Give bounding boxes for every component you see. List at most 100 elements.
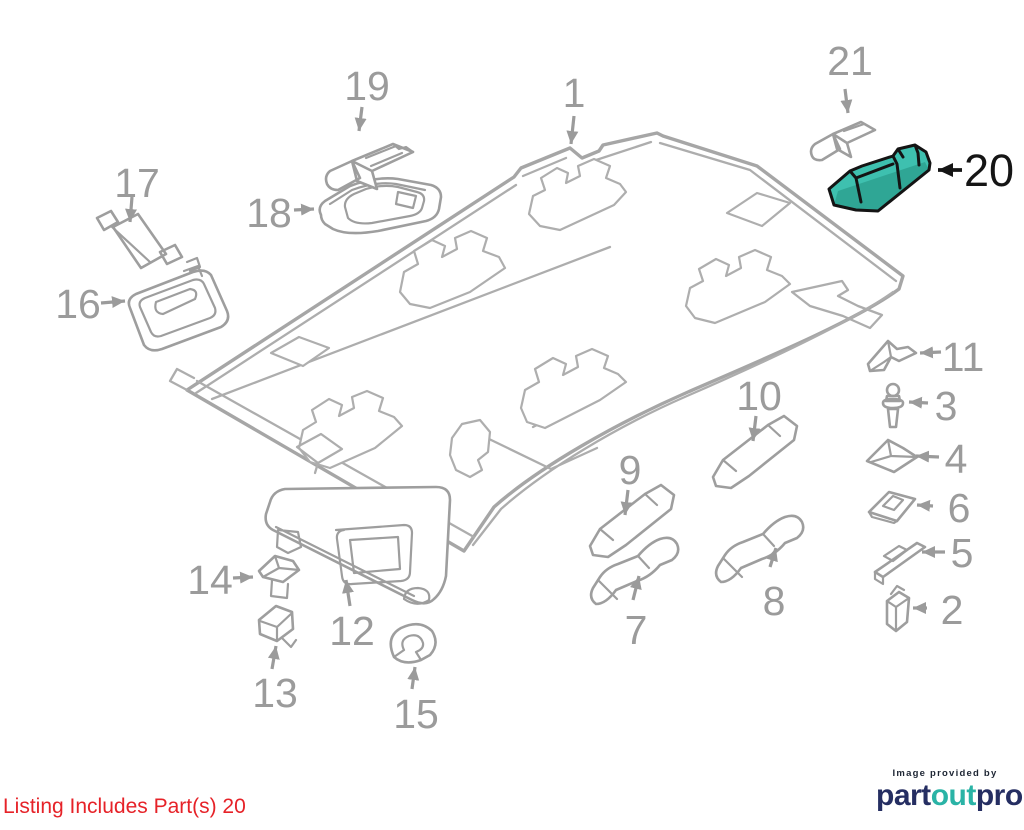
- part-2-callout: 2: [885, 584, 964, 633]
- part-10-callout: 10: [711, 373, 799, 490]
- part-10-arrow: [748, 415, 761, 442]
- part-21-arrow: [840, 88, 853, 114]
- part-21-detail: [842, 122, 866, 133]
- part-10-detail: [721, 423, 782, 473]
- part-16-detail: [138, 256, 217, 338]
- part-3-detail: [881, 394, 905, 429]
- part-13-detail: [258, 611, 298, 649]
- part-19-arrow: [354, 106, 367, 132]
- part-7-callout: 7: [589, 536, 680, 653]
- part-17-detail: [109, 224, 152, 264]
- part-2-detail: [885, 584, 911, 632]
- partoutpro-logo: Image provided by partoutpro: [876, 768, 1023, 812]
- part-12-arrow: [342, 579, 354, 607]
- part-9-callout: 9: [588, 447, 676, 559]
- part-17-label: 17: [114, 160, 160, 206]
- part-6-arrow: [916, 499, 934, 512]
- part-21-glyph: [809, 120, 877, 162]
- part-3-arrow: [908, 396, 929, 409]
- part-9-label: 9: [619, 447, 642, 493]
- part-12-detail: [274, 523, 431, 605]
- part-6-label: 6: [948, 485, 971, 531]
- part-5-callout: 5: [873, 530, 973, 586]
- part-8-detail: [721, 532, 776, 579]
- part-15-callout: 15: [389, 622, 439, 737]
- part-18-label: 18: [246, 190, 292, 236]
- part-14-callout: 14: [187, 554, 301, 603]
- headliner-corner-step: [790, 279, 884, 330]
- part-5-glyph: [873, 541, 927, 579]
- headliner-recess-b: [398, 229, 507, 310]
- part-8-callout: 8: [714, 514, 805, 624]
- part-13-glyph: [257, 604, 295, 643]
- part-6-callout: 6: [867, 485, 971, 531]
- part-15-label: 15: [393, 691, 439, 737]
- listing-note: Listing Includes Part(s) 20: [3, 795, 246, 818]
- part-9-detail: [598, 492, 659, 542]
- part-8-arrow: [766, 547, 778, 568]
- part-3-label: 3: [935, 383, 958, 429]
- part-20-outline: [827, 143, 932, 213]
- part-18-callout: 18: [246, 177, 443, 236]
- part-11-detail: [868, 339, 893, 373]
- part-16-glyph: [127, 269, 230, 352]
- logo-part-suffix: pro: [975, 778, 1023, 812]
- logo-part-prefix: part: [876, 778, 931, 812]
- part-1-callout: 1: [563, 70, 585, 145]
- part-11-callout: 11: [866, 334, 985, 380]
- part-6-detail: [867, 494, 905, 525]
- part-11-label: 11: [942, 334, 985, 380]
- part-2-label: 2: [941, 587, 964, 633]
- part-12-label: 12: [329, 608, 375, 654]
- headliner-cutout: [725, 191, 792, 228]
- headliner-recess-f: [297, 389, 404, 470]
- part-19-label: 19: [344, 63, 390, 109]
- part-21-callout: 21: [809, 38, 877, 162]
- part-7-arrow: [630, 575, 642, 601]
- part-13-label: 13: [252, 670, 298, 716]
- headliner-panel: [168, 131, 905, 553]
- part-13-arrow: [267, 645, 280, 670]
- headliner-recess-c: [684, 248, 792, 325]
- part-15-detail: [392, 634, 425, 662]
- part-2-glyph: [885, 590, 911, 633]
- headliner-recess-e: [269, 335, 331, 368]
- part-16-label: 16: [55, 281, 101, 327]
- part-12-glyph: [264, 485, 452, 605]
- part-15-arrow: [407, 666, 420, 690]
- part-17-callout: 17: [95, 160, 184, 270]
- part-21-label: 21: [827, 38, 873, 84]
- part-13-callout: 13: [252, 604, 298, 716]
- part-18-arrow: [293, 203, 315, 216]
- part-1-arrow: [566, 115, 579, 145]
- part-15-glyph: [389, 622, 437, 664]
- part-8-label: 8: [763, 578, 786, 624]
- part-14-label: 14: [187, 557, 233, 603]
- part-4-arrow: [915, 450, 940, 463]
- part-8-glyph: [714, 514, 805, 584]
- logo-part-mid: out: [930, 778, 977, 812]
- part-4-detail: [869, 438, 919, 464]
- part-4-label: 4: [945, 436, 968, 482]
- headliner-recess-a: [527, 157, 628, 232]
- part-17-glyph: [95, 209, 184, 270]
- logo-tagline: Image provided by: [892, 768, 998, 779]
- part-14-detail: [261, 554, 301, 600]
- part-9-arrow: [620, 489, 633, 516]
- headliner-corner-tab: [168, 367, 196, 392]
- part-4-callout: 4: [865, 436, 968, 482]
- part-20-highlight-shade: [834, 162, 929, 211]
- part-16-arrow: [100, 296, 126, 309]
- part-16-callout: 16: [55, 256, 230, 352]
- headliner-edge-tab: [295, 432, 344, 475]
- part-19-detail: [364, 142, 415, 168]
- part-12-callout: 12: [264, 485, 452, 654]
- logo-wordmark: partoutpro: [876, 778, 1023, 812]
- headliner-recess-h: [519, 347, 628, 430]
- part-3-glyph: [885, 382, 901, 398]
- part-7-label: 7: [625, 607, 648, 653]
- part-19-callout: 19: [324, 63, 415, 192]
- part-5-detail: [873, 544, 909, 586]
